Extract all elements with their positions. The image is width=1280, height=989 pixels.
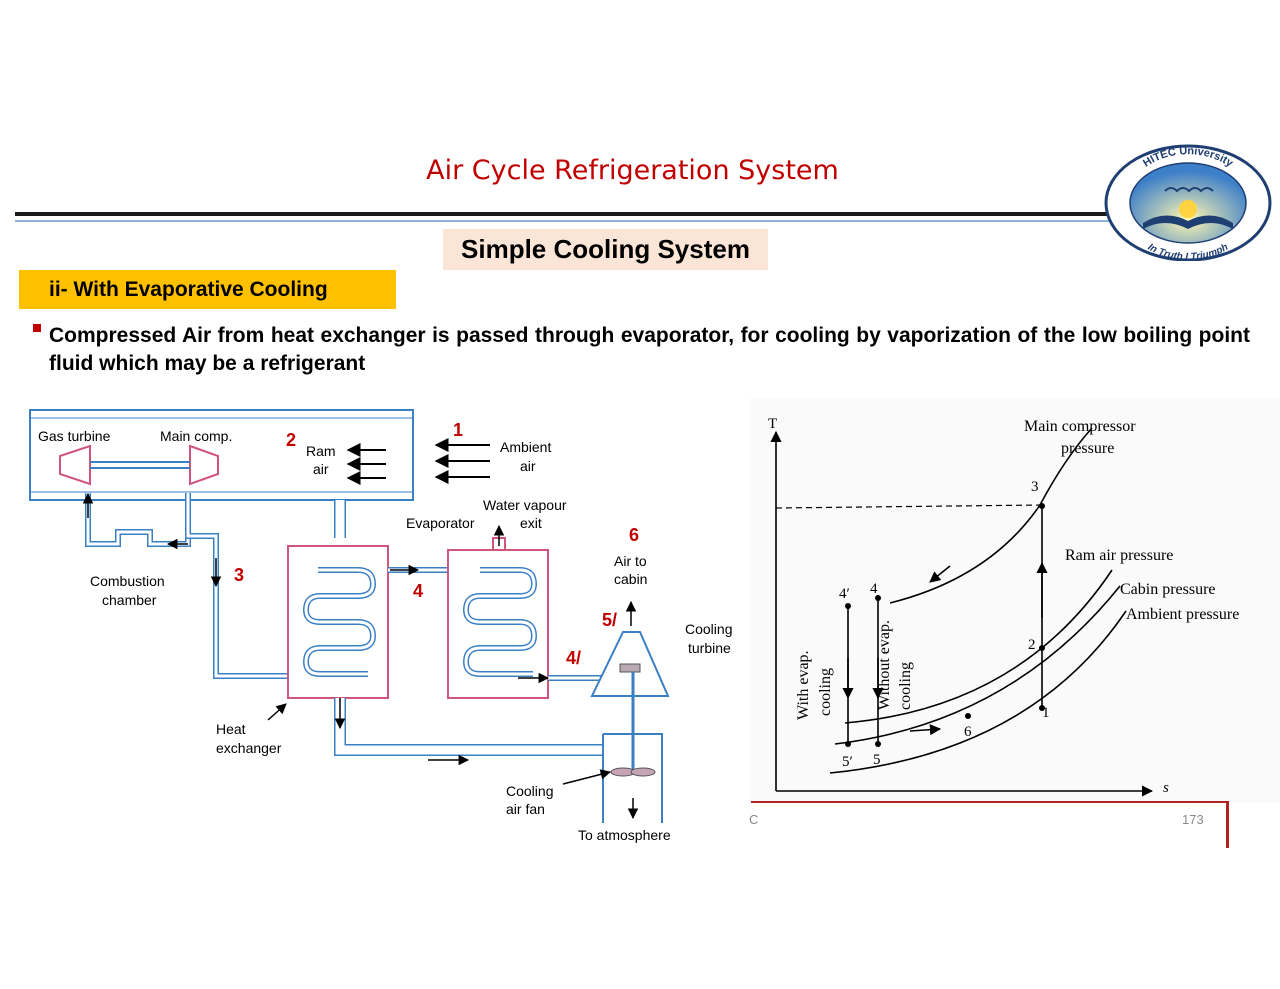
label-main-compressor: Main compressor [1024, 418, 1136, 435]
label-ambient: Ambient [500, 439, 551, 455]
label-main-comp: Main comp. [160, 428, 232, 444]
state-4-prime: 4/ [566, 648, 581, 668]
state-3: 3 [234, 565, 244, 585]
ts-point-6: 6 [964, 724, 972, 740]
ambient-pressure-curve [829, 610, 1127, 774]
page-number: 173 [1182, 812, 1204, 827]
label-ambient-pressure: Ambient pressure [1126, 606, 1239, 623]
label-heat: Heat [216, 721, 246, 737]
ram-pressure-curve [844, 569, 1113, 724]
state-4: 4 [413, 581, 423, 601]
state-2: 2 [286, 430, 296, 450]
sun-icon [1179, 200, 1197, 218]
cabin-pressure-curve [834, 585, 1121, 745]
footer-left-text: C [749, 812, 759, 827]
label-cooling-air: Cooling [506, 783, 553, 799]
label-without-evap-cooling: cooling [897, 662, 914, 710]
footer-rule-vertical [1226, 801, 1229, 848]
label-exchanger: exchanger [216, 740, 282, 756]
cooling-system-schematic: Gas turbine Main comp. Ram air Ambient a… [29, 409, 732, 843]
t-axis-label: T [768, 416, 777, 432]
section-heading: ii- With Evaporative Cooling [19, 270, 396, 309]
label-cooling-turbine-1: Cooling [685, 621, 732, 637]
ts-point-3: 3 [1031, 479, 1039, 495]
ts-point-2: 2 [1028, 637, 1036, 653]
label-ram: Ram [306, 443, 336, 459]
label-air-fan: air fan [506, 801, 545, 817]
label-cabin: cabin [614, 571, 647, 587]
state-5-prime: 5/ [602, 610, 617, 630]
title-divider-accent [15, 220, 1110, 222]
label-ambient-air: air [520, 458, 536, 474]
t-s-diagram: T s 3 2 1 4 4′ 5 5′ 6 Main compressor pr… [750, 398, 1280, 803]
label-main-compressor-pressure: pressure [1061, 440, 1114, 457]
subtitle-box: Simple Cooling System [443, 229, 768, 270]
ts-point-1: 1 [1042, 705, 1050, 721]
title-divider [15, 212, 1110, 216]
label-combustion: Combustion [90, 573, 165, 589]
main-compressor-icon [189, 444, 219, 486]
main-compressor-pressure-curve [889, 427, 1093, 604]
footer-rule [751, 801, 1228, 803]
bullet-marker [33, 324, 41, 332]
label-with-evap-cooling: cooling [817, 668, 834, 716]
label-chamber: chamber [102, 592, 157, 608]
label-ram-air-pressure: Ram air pressure [1065, 547, 1173, 564]
gas-turbine-icon [59, 444, 91, 486]
university-logo: HITEC University In Truth I Triumph [1104, 144, 1272, 261]
ts-point-4: 4 [870, 581, 878, 597]
s-axis-label: s [1163, 780, 1169, 796]
label-water-vapour: Water vapour [483, 497, 567, 513]
ts-point-4-prime: 4′ [839, 586, 850, 602]
label-ram-air: air [313, 461, 329, 477]
label-evaporator: Evaporator [406, 515, 475, 531]
bullet-text: Compressed Air from heat exchanger is pa… [49, 324, 1250, 375]
label-with-evap: With evap. [795, 650, 812, 720]
label-gas-turbine: Gas turbine [38, 428, 111, 444]
slide-title: Air Cycle Refrigeration System [426, 155, 839, 186]
label-without-evap: Without evap. [876, 620, 893, 710]
label-air-to: Air to [614, 553, 647, 569]
label-to-atmosphere: To atmosphere [578, 827, 671, 843]
label-cabin-pressure: Cabin pressure [1120, 581, 1216, 598]
ts-point-5: 5 [873, 752, 881, 768]
ts-point-5-prime: 5′ [842, 754, 853, 770]
state-6: 6 [629, 525, 639, 545]
label-exit: exit [520, 515, 542, 531]
state-1: 1 [453, 420, 463, 440]
label-cooling-turbine-2: turbine [688, 640, 731, 656]
